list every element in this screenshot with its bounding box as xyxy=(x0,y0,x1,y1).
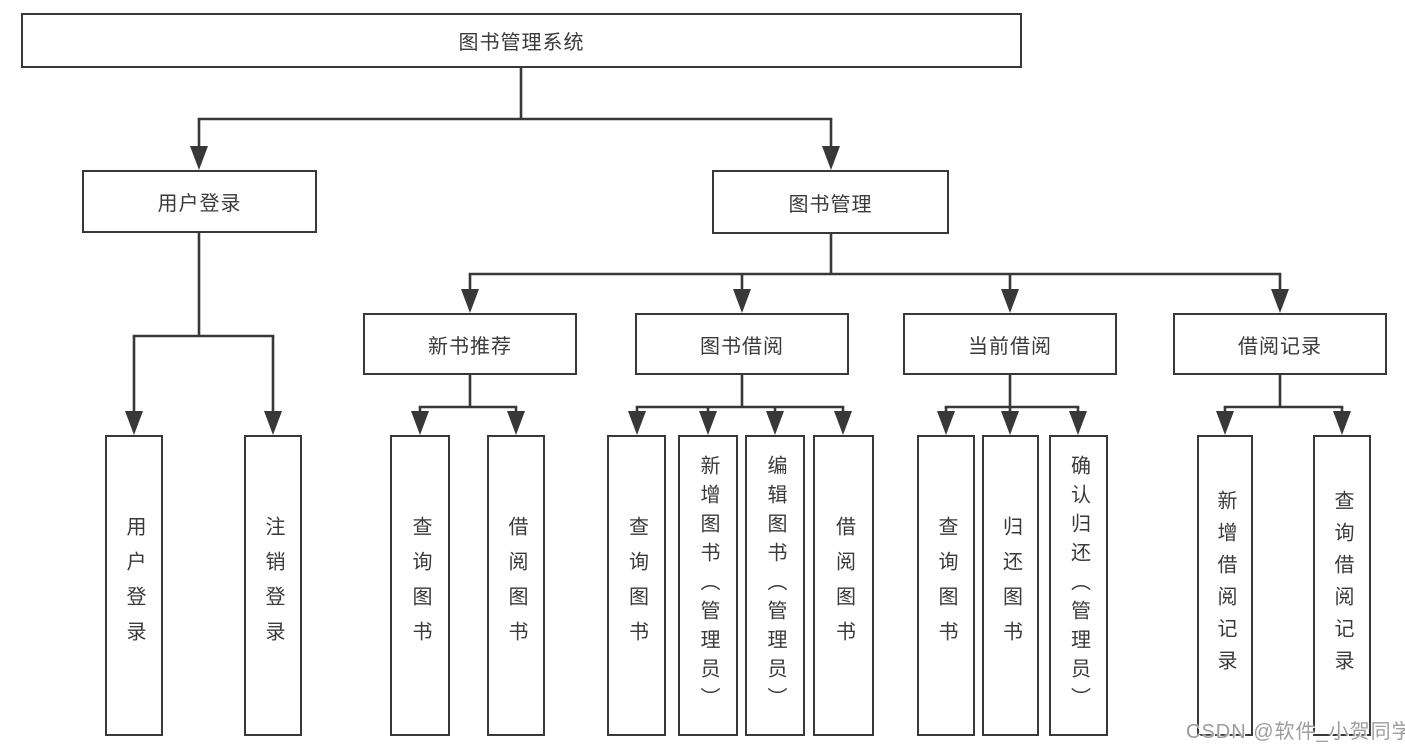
csdn-watermark: CSDN @软件_小贺同学 xyxy=(1186,721,1405,743)
leaf-confirm-return-admin-label: 确认归还（管理员） xyxy=(1067,455,1090,716)
node-current-borrowing-label: 当前借阅 xyxy=(968,335,1052,358)
node-root: 图书管理系统 xyxy=(21,13,1022,68)
leaf-borrow-book-1-label: 借阅图书 xyxy=(505,515,527,656)
leaf-query-book-3: 查询图书 xyxy=(917,435,975,736)
node-book-management-label: 图书管理 xyxy=(788,193,873,216)
leaf-query-book-2-label: 查询图书 xyxy=(625,515,648,656)
node-user-login-label: 用户登录 xyxy=(157,193,242,215)
node-borrowing-records: 借阅记录 xyxy=(1173,313,1387,375)
leaf-borrow-book-2: 借阅图书 xyxy=(813,435,874,736)
leaf-query-book-3-label: 查询图书 xyxy=(935,515,957,656)
leaf-borrow-book-1: 借阅图书 xyxy=(487,435,545,736)
leaf-add-borrow-record-label: 新增借阅记录 xyxy=(1214,489,1236,682)
node-book-borrowing: 图书借阅 xyxy=(635,313,849,375)
leaf-logout: 注销登录 xyxy=(244,435,302,736)
leaf-confirm-return-admin: 确认归还（管理员） xyxy=(1049,435,1108,736)
leaf-query-borrow-record-label: 查询借阅记录 xyxy=(1331,489,1353,682)
node-new-book-recommend: 新书推荐 xyxy=(363,313,577,375)
leaf-query-borrow-record: 查询借阅记录 xyxy=(1313,435,1371,736)
leaf-add-book-admin: 新增图书（管理员） xyxy=(678,435,738,736)
leaf-return-book-label: 归还图书 xyxy=(999,515,1022,656)
leaf-borrow-book-2-label: 借阅图书 xyxy=(832,515,855,656)
node-user-login: 用户登录 xyxy=(82,170,317,233)
leaf-query-book-2: 查询图书 xyxy=(607,435,666,736)
arrowheads xyxy=(125,146,1351,435)
node-root-label: 图书管理系统 xyxy=(458,32,585,54)
node-borrowing-records-label: 借阅记录 xyxy=(1238,335,1322,358)
leaf-logout-label: 注销登录 xyxy=(262,515,284,656)
leaf-user-login: 用户登录 xyxy=(105,435,163,736)
node-book-borrowing-label: 图书借阅 xyxy=(700,335,784,358)
leaf-query-book-1: 查询图书 xyxy=(390,435,450,736)
leaf-user-login-label: 用户登录 xyxy=(123,515,145,656)
leaf-add-book-admin-label: 新增图书（管理员） xyxy=(697,455,719,716)
leaf-edit-book-admin-label: 编辑图书（管理员） xyxy=(764,455,786,716)
leaf-add-borrow-record: 新增借阅记录 xyxy=(1197,435,1253,736)
leaf-return-book: 归还图书 xyxy=(982,435,1039,736)
node-current-borrowing: 当前借阅 xyxy=(903,313,1117,375)
leaf-query-book-1-label: 查询图书 xyxy=(409,515,431,656)
node-new-book-recommend-label: 新书推荐 xyxy=(428,335,512,358)
node-book-management: 图书管理 xyxy=(712,170,949,234)
leaf-edit-book-admin: 编辑图书（管理员） xyxy=(745,435,805,736)
